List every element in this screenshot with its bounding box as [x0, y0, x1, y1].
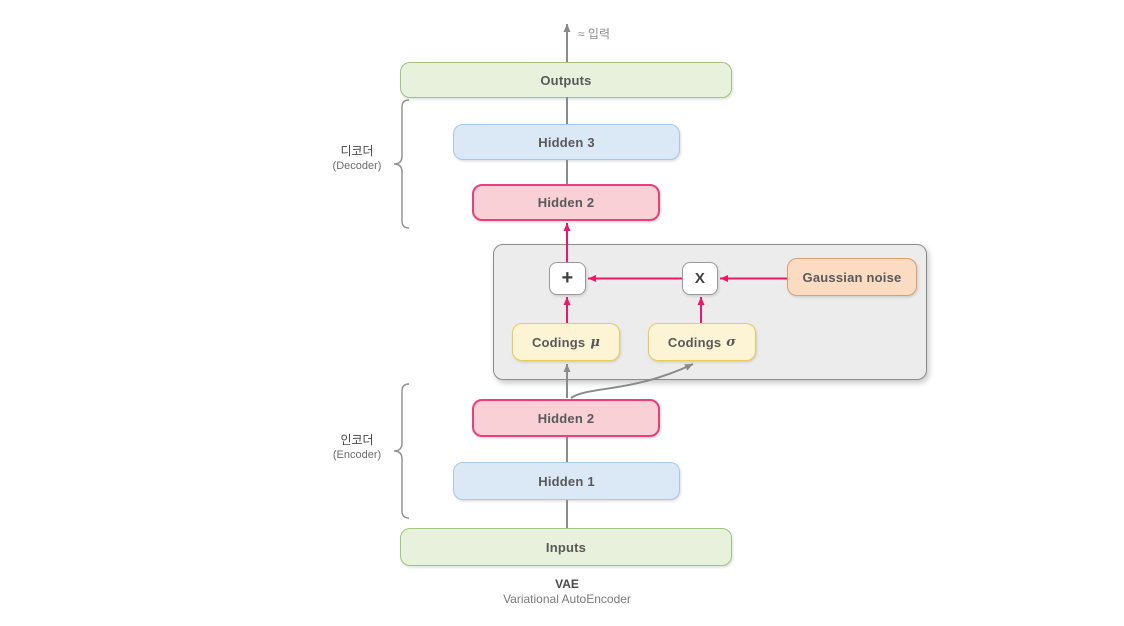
multiply-operator: X	[682, 262, 718, 295]
codings-sigma-label: Codings	[667, 334, 722, 350]
caption-subtitle: Variational AutoEncoder	[503, 592, 631, 606]
caption: VAE Variational AutoEncoder	[467, 577, 667, 607]
sigma-symbol: σ	[726, 334, 737, 350]
encoder-brace	[393, 383, 410, 519]
hidden2-decoder-box: Hidden 2	[472, 184, 660, 221]
encoder-label: 인코더 (Encoder)	[322, 432, 392, 462]
caption-title: VAE	[555, 577, 579, 591]
decoder-label: 디코더 (Decoder)	[322, 143, 392, 173]
outputs-box: Outputs	[400, 62, 732, 98]
hidden3-box: Hidden 3	[453, 124, 680, 160]
encoder-label-korean: 인코더	[340, 433, 374, 447]
mu-symbol: μ	[590, 334, 601, 350]
decoder-label-english: (Decoder)	[332, 160, 382, 172]
approx-input-label: ≈ 입력	[578, 27, 611, 41]
codings-sigma-box: Codings σ	[648, 323, 756, 361]
hidden2-encoder-box: Hidden 2	[472, 399, 660, 437]
codings-mu-label: Codings	[531, 334, 586, 350]
hidden1-box: Hidden 1	[453, 462, 680, 500]
encoder-label-english: (Encoder)	[332, 449, 382, 461]
inputs-box: Inputs	[400, 528, 732, 566]
plus-operator: +	[549, 262, 586, 295]
decoder-label-korean: 디코더	[340, 144, 374, 158]
decoder-brace	[393, 99, 410, 229]
codings-mu-box: Codings μ	[512, 323, 620, 361]
gaussian-noise-box: Gaussian noise	[787, 258, 917, 296]
